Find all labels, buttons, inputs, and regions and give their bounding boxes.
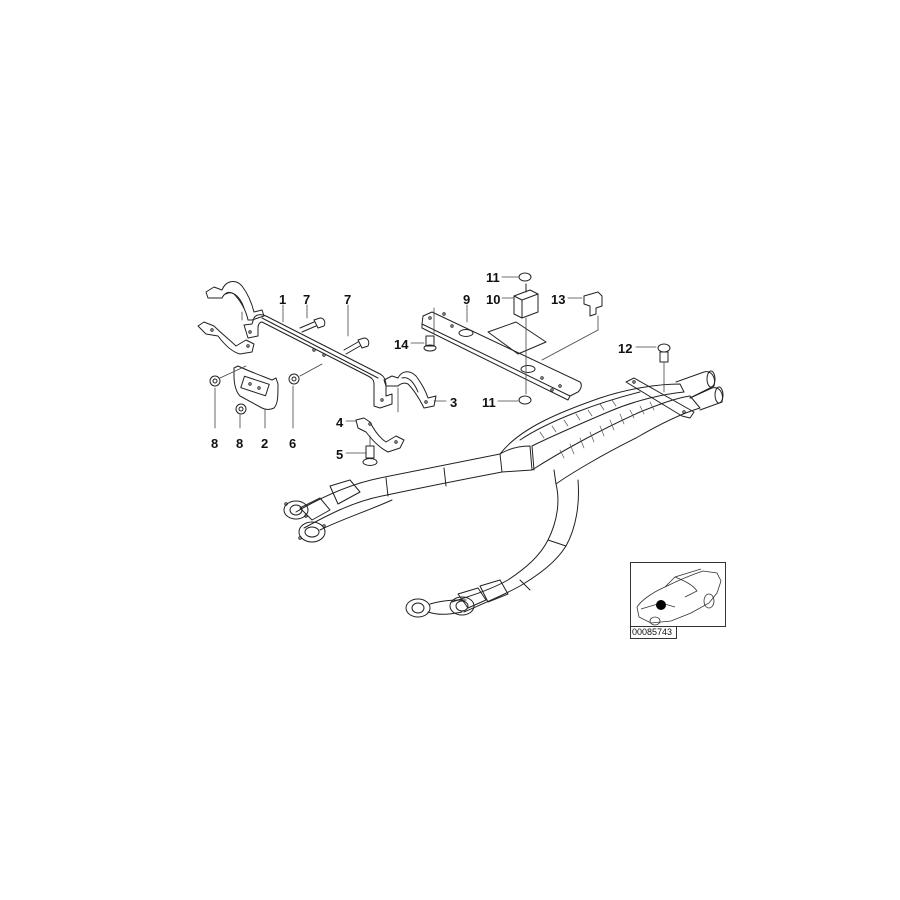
- clamp-3: [383, 371, 437, 409]
- nut-11-top: [518, 272, 532, 282]
- callout-5: 5: [336, 447, 344, 462]
- bolt-12: [657, 343, 671, 363]
- front-pipe-right: [451, 479, 579, 613]
- callout-9: 9: [463, 292, 471, 307]
- bolt-5: [362, 445, 378, 466]
- clamp-upper-left: [205, 281, 265, 321]
- front-pipe-left: [295, 445, 533, 529]
- location-marker-icon: [656, 600, 666, 610]
- callout-8b: 8: [236, 436, 244, 451]
- crossmember-bracket: [243, 314, 393, 409]
- catalytic-converter-upper: [499, 383, 685, 471]
- callout-12: 12: [618, 341, 633, 356]
- car-outline-icon: [636, 568, 722, 626]
- callout-13: 13: [551, 292, 566, 307]
- callout-2: 2: [261, 436, 269, 451]
- callout-4: 4: [336, 415, 344, 430]
- nut-11-bottom: [518, 395, 532, 405]
- callout-6: 6: [289, 436, 297, 451]
- rear-tailpipe-clamp: [625, 377, 695, 419]
- callout-7b: 7: [344, 292, 352, 307]
- clamp-4: [355, 417, 405, 453]
- bolt-7a: [299, 317, 326, 333]
- callout-11-top: 11: [486, 270, 500, 285]
- diagram-number: 00085743: [630, 626, 677, 639]
- tailpipes: [675, 370, 724, 411]
- callout-8a: 8: [211, 436, 219, 451]
- callout-11-bottom: 11: [482, 395, 496, 410]
- leader-lines-left: [214, 304, 447, 454]
- callout-3: 3: [450, 395, 458, 410]
- rubber-mount: [513, 283, 539, 319]
- callout-7a: 7: [303, 292, 311, 307]
- bolt-14: [423, 335, 437, 352]
- catalytic-converter-lower: [531, 395, 701, 485]
- nut-6: [288, 373, 300, 385]
- leader-lines-right: [410, 276, 665, 402]
- clip-13: [583, 291, 603, 317]
- converter-ribs: [539, 399, 655, 459]
- flange-left-upper: [283, 500, 309, 520]
- bracket-plate: [233, 365, 279, 410]
- bolt-7b: [343, 337, 370, 355]
- callout-1: 1: [279, 292, 287, 307]
- nut-8b: [235, 403, 247, 415]
- flange-left-lower: [298, 521, 326, 543]
- nut-8a: [209, 375, 221, 387]
- flange-right-inner: [449, 596, 475, 616]
- callout-10: 10: [486, 292, 501, 307]
- hanger-plate: [421, 311, 582, 401]
- clamp-lower-left: [197, 321, 255, 355]
- callout-14: 14: [394, 337, 409, 352]
- flange-right-outer: [405, 598, 431, 618]
- vehicle-locator-inset: [630, 562, 726, 627]
